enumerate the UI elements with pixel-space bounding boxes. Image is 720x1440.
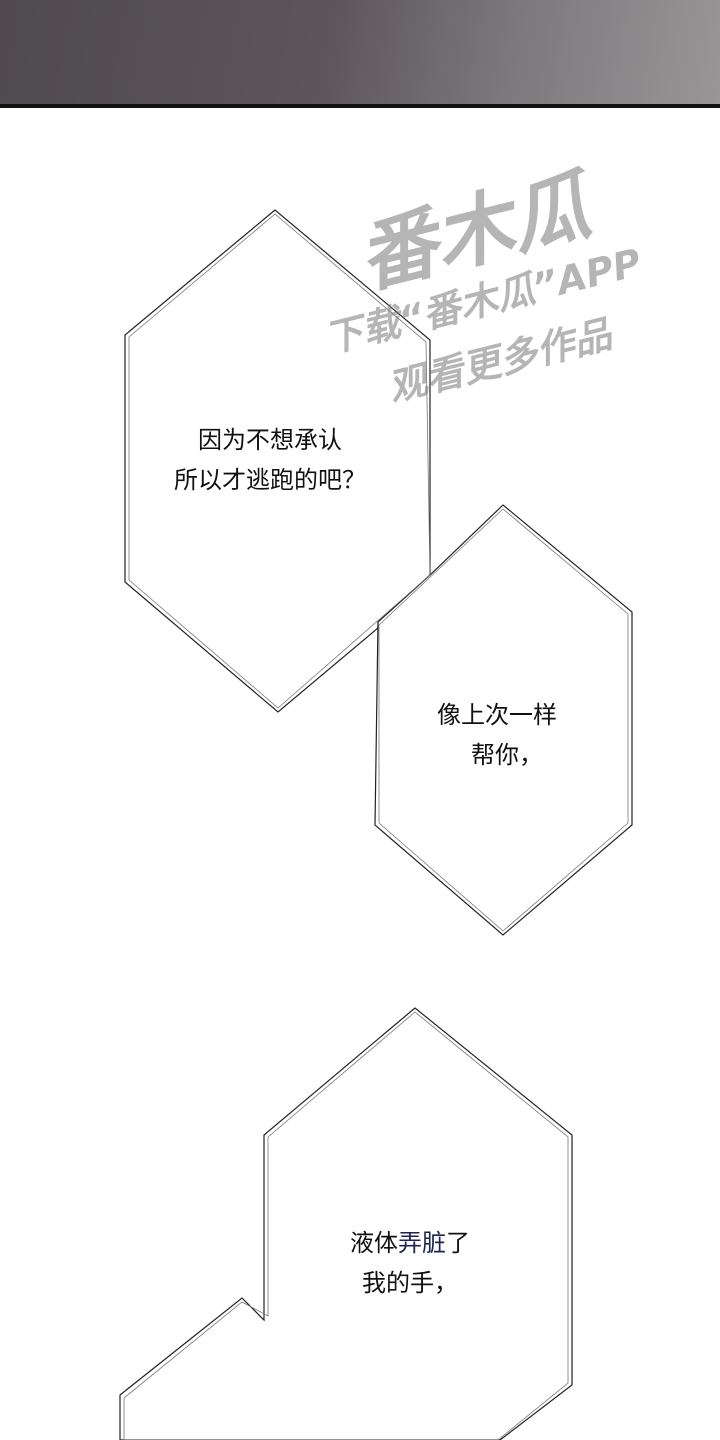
text-segment: 了 bbox=[446, 1229, 470, 1257]
dialogue-line: 我的手， bbox=[362, 1269, 458, 1297]
comic-panel-top bbox=[0, 0, 720, 108]
bubble-3-text: 液体弄脏了 我的手， bbox=[310, 1223, 510, 1303]
bubble-1-text: 因为不想承认 所以才逃跑的吧？ bbox=[150, 420, 390, 500]
dialogue-line: 帮你， bbox=[471, 741, 543, 769]
text-segment: 液体 bbox=[350, 1229, 398, 1257]
dialogue-line: 因为不想承认 bbox=[198, 426, 342, 454]
dialogue-line: 所以才逃跑的吧？ bbox=[174, 466, 366, 494]
text-segment-highlight: 弄脏 bbox=[398, 1229, 446, 1257]
speech-bubble-3 bbox=[119, 1007, 573, 1440]
bubble-2-text: 像上次一样 帮你， bbox=[397, 695, 597, 775]
dialogue-line: 像上次一样 bbox=[437, 701, 557, 729]
dialogue-line: 液体弄脏了 bbox=[310, 1223, 510, 1263]
